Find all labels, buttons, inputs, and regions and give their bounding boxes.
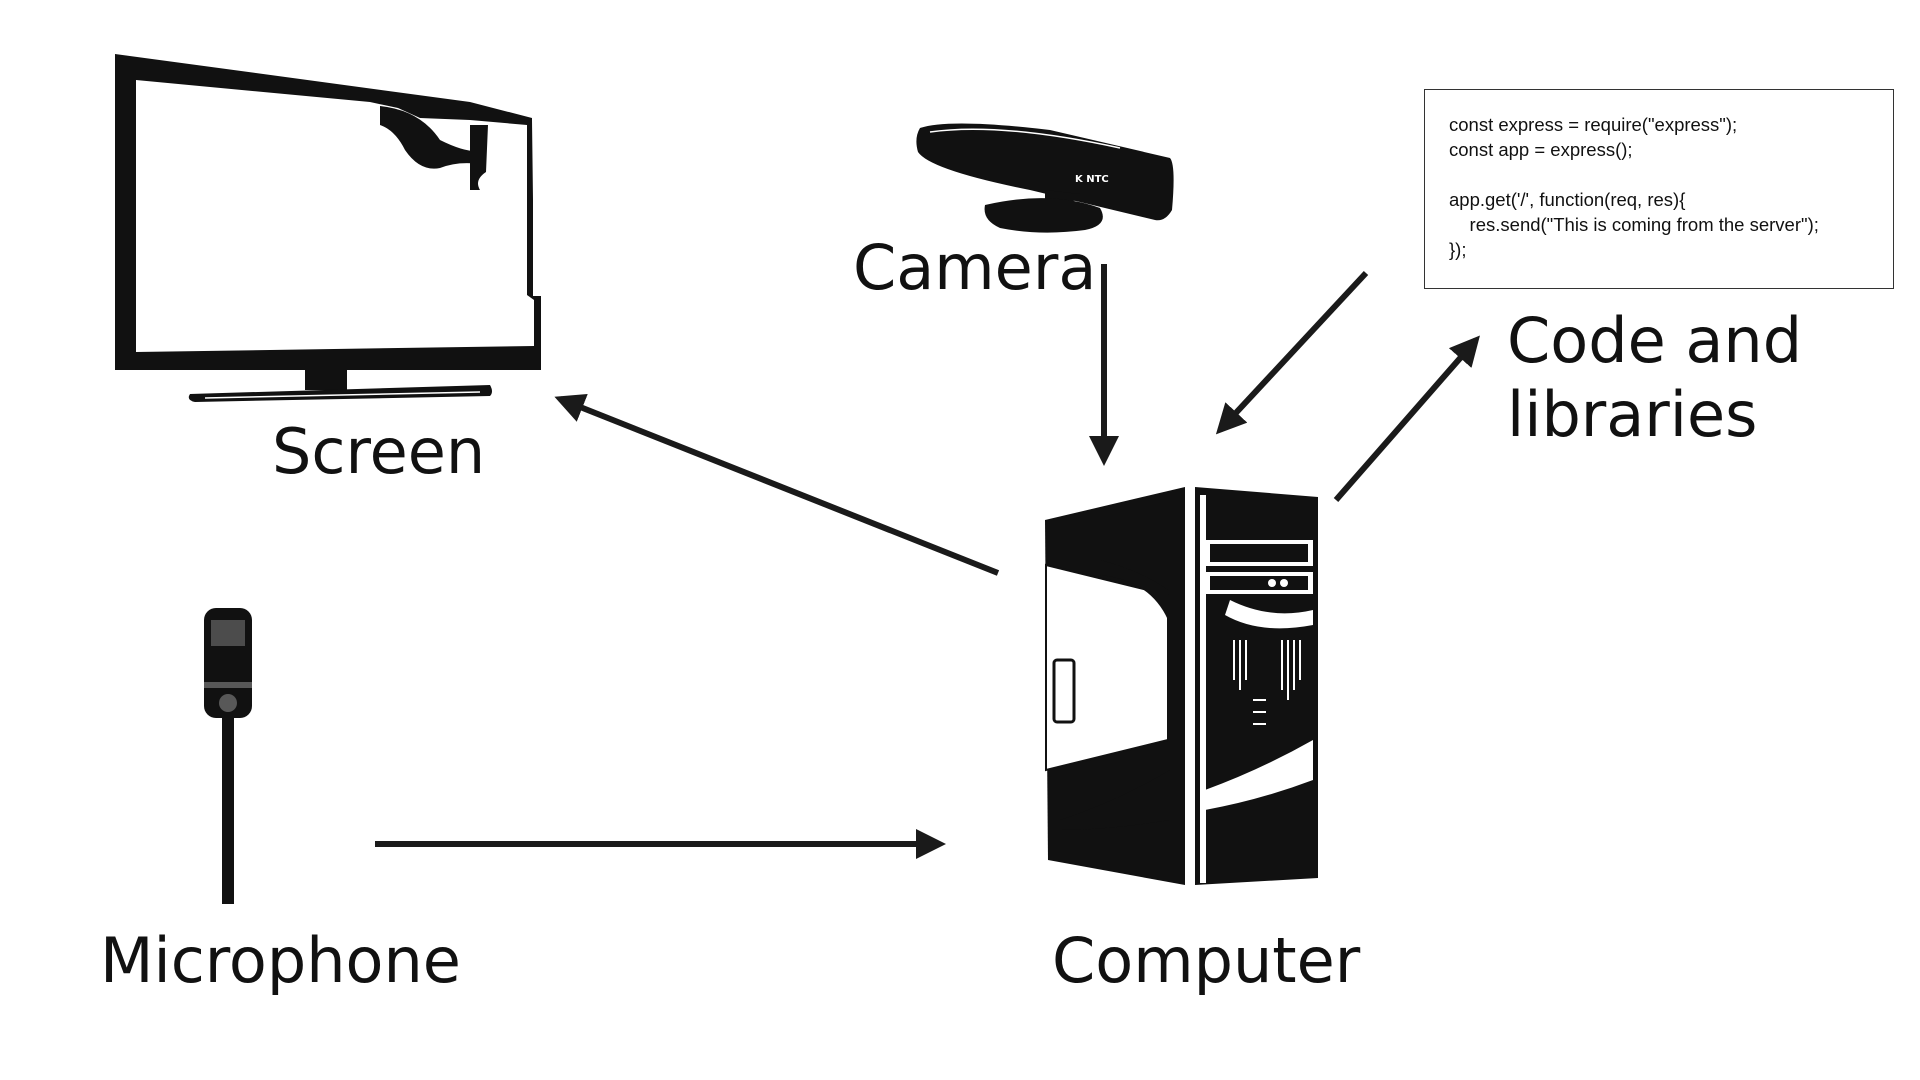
code-snippet-box: const express = require("express"); cons… bbox=[1424, 89, 1894, 289]
camera-label: Camera bbox=[853, 231, 1097, 304]
microphone-label: Microphone bbox=[100, 924, 461, 997]
microphone-icon bbox=[204, 608, 252, 904]
code-and-libraries-line1: Code and bbox=[1507, 304, 1803, 377]
code-and-libraries-line2: libraries bbox=[1507, 378, 1758, 451]
camera-brand-label: K NTC bbox=[1075, 174, 1109, 185]
code-line: res.send("This is coming from the server… bbox=[1449, 214, 1819, 235]
computer-tower-icon bbox=[1045, 487, 1318, 885]
monitor-icon bbox=[115, 54, 541, 402]
screen-label: Screen bbox=[272, 415, 486, 488]
code-line bbox=[1449, 162, 1893, 187]
arrow-computer-to-screen bbox=[554, 393, 1000, 576]
camera-icon: K NTC bbox=[916, 123, 1174, 233]
code-line: const express = require("express"); bbox=[1449, 114, 1738, 135]
computer-label: Computer bbox=[1052, 924, 1361, 997]
arrow-computer-to-code bbox=[1333, 335, 1480, 502]
code-line: }); bbox=[1449, 239, 1467, 260]
code-and-libraries-label: Code and libraries bbox=[1507, 304, 1887, 452]
code-line: app.get('/', function(req, res){ bbox=[1449, 189, 1686, 210]
code-line: const app = express(); bbox=[1449, 139, 1633, 160]
arrow-code-to-computer bbox=[1215, 270, 1369, 435]
